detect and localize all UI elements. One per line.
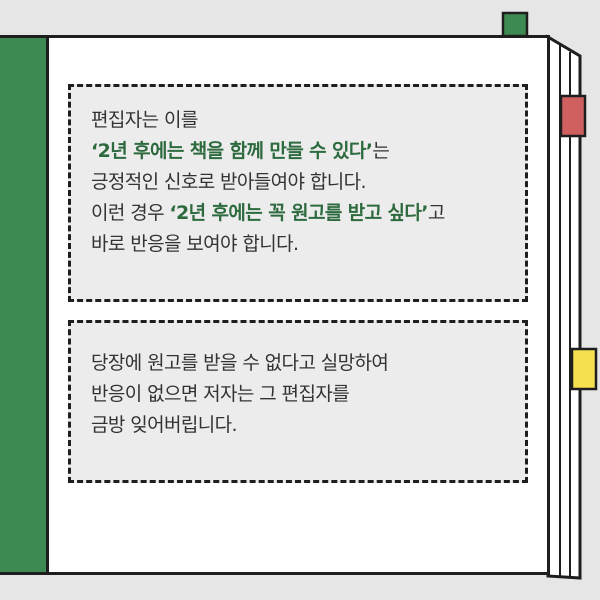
highlight-text: ‘2년 후에는 꼭 원고를 받고 싶다’	[169, 202, 428, 224]
green-bookmark-tab	[501, 11, 529, 38]
note-line: ‘2년 후에는 책을 함께 만들 수 있다’는	[91, 136, 525, 167]
note-box-advice: 편집자는 이를 ‘2년 후에는 책을 함께 만들 수 있다’는 긍정적인 신호로…	[68, 84, 528, 302]
note-text: 고	[427, 202, 445, 224]
note-line: 반응이 없으면 저자는 그 편집자를	[91, 383, 350, 405]
note-line: 바로 반응을 보여야 합니다.	[91, 233, 299, 255]
highlight-text: ‘2년 후에는 책을 함께 만들 수 있다’	[91, 140, 373, 162]
red-bookmark-tab	[559, 94, 587, 138]
note-line: 당장에 원고를 받을 수 없다고 실망하여	[91, 352, 389, 374]
note-line: 긍정적인 신호로 받아들여야 합니다.	[91, 171, 367, 193]
note-text: 이런 경우	[91, 202, 170, 224]
note-box-warning: 당장에 원고를 받을 수 없다고 실망하여 반응이 없으면 저자는 그 편집자를…	[68, 320, 528, 483]
yellow-bookmark-tab	[570, 347, 598, 391]
notebook-spine	[0, 38, 49, 572]
note-line: 금방 잊어버립니다.	[91, 414, 238, 436]
note-text: 는	[372, 140, 390, 162]
note-line: 편집자는 이를	[91, 109, 198, 131]
note-line: 이런 경우 ‘2년 후에는 꼭 원고를 받고 싶다’고	[91, 198, 525, 229]
